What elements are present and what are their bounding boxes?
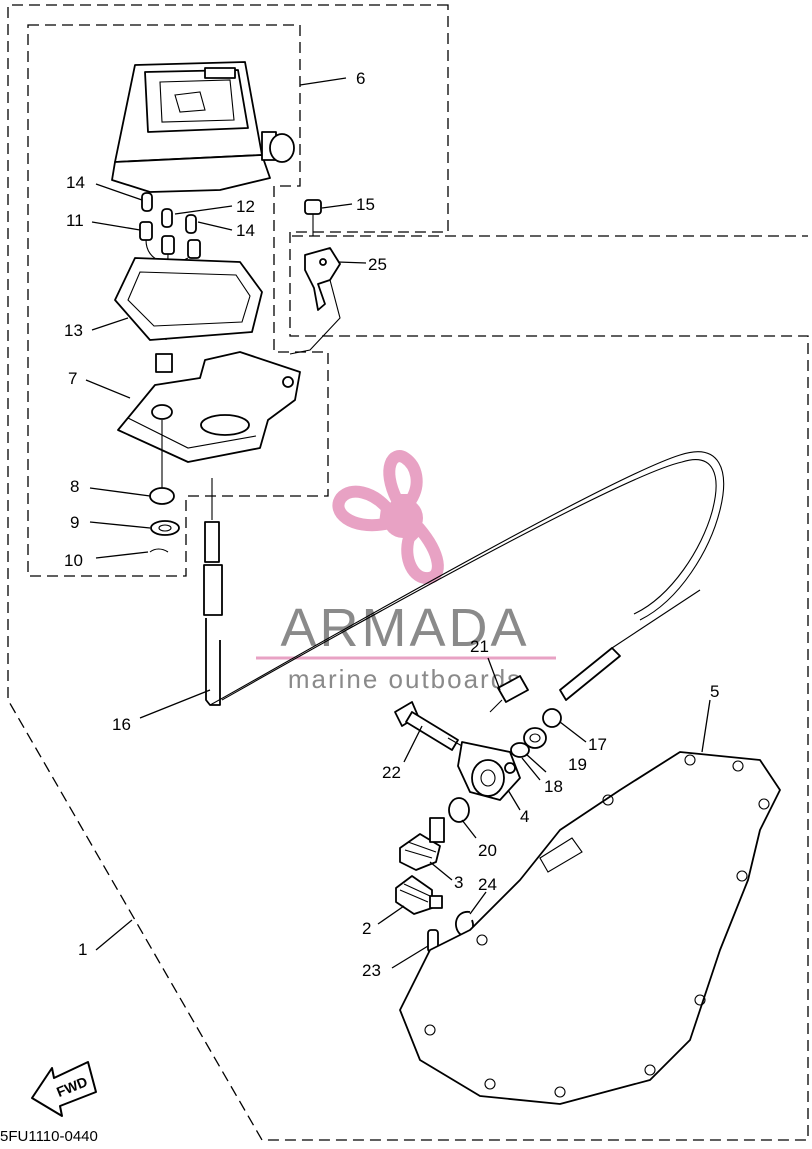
- part-meter-case: [114, 257, 263, 373]
- part-meter-unit: [111, 61, 295, 193]
- part-bolt-22: [394, 701, 463, 751]
- fwd-arrow-icon: FWD: [31, 1061, 97, 1117]
- part-seal-17-19: [510, 708, 562, 758]
- callout-19: 19: [568, 755, 587, 774]
- callout-23: 23: [362, 961, 381, 980]
- callout-10: 10: [64, 551, 83, 570]
- callout-22: 22: [382, 763, 401, 782]
- watermark-brand: ARMADA: [280, 598, 529, 658]
- part-bolt-21: [489, 675, 529, 713]
- drawing-code: 5FU1110-0440: [0, 1128, 98, 1144]
- callout-2: 2: [362, 919, 371, 938]
- callout-4: 4: [520, 807, 529, 826]
- callout-12: 12: [236, 197, 255, 216]
- part-grommets: [149, 420, 180, 553]
- watermark: ARMADA marine outboards: [256, 450, 556, 694]
- part-gasket-5: [399, 751, 781, 1105]
- boundary-outer: [7, 4, 809, 1141]
- boundary-meter-assembly: [27, 24, 329, 577]
- callouts: 1 2 3 4 5 6 7 8 9 10 11 12 13 14 14 15 1…: [64, 69, 719, 980]
- part-oring-20: [448, 797, 470, 823]
- callout-15: 15: [356, 195, 375, 214]
- callout-24: 24: [478, 875, 497, 894]
- callout-14-upper: 14: [66, 173, 85, 192]
- callout-25: 25: [368, 255, 387, 274]
- callout-11: 11: [66, 211, 84, 230]
- callout-21: 21: [470, 637, 489, 656]
- callout-3: 3: [454, 873, 463, 892]
- part-bracket-25: [289, 247, 341, 355]
- callout-20: 20: [478, 841, 497, 860]
- callout-1: 1: [78, 940, 87, 959]
- part-speed-cable: [203, 451, 725, 706]
- watermark-tagline: marine outboards: [288, 664, 522, 694]
- callout-7: 7: [68, 369, 77, 388]
- part-meter-bracket: [117, 351, 301, 463]
- callout-18: 18: [544, 777, 563, 796]
- callout-17: 17: [588, 735, 607, 754]
- callout-6: 6: [356, 69, 365, 88]
- callout-14-lower: 14: [236, 221, 255, 240]
- callout-5: 5: [710, 682, 719, 701]
- part-gear-housing-4: [457, 741, 521, 801]
- part-drive-gear-2: [395, 875, 443, 915]
- callout-16: 16: [112, 715, 131, 734]
- part-bolt-15: [304, 199, 322, 236]
- callout-9: 9: [70, 513, 79, 532]
- propeller-icon: [332, 450, 444, 584]
- callout-8: 8: [70, 477, 79, 496]
- leader-lines: [85, 77, 711, 969]
- callout-13: 13: [64, 321, 83, 340]
- part-driven-gear-3: [399, 817, 445, 871]
